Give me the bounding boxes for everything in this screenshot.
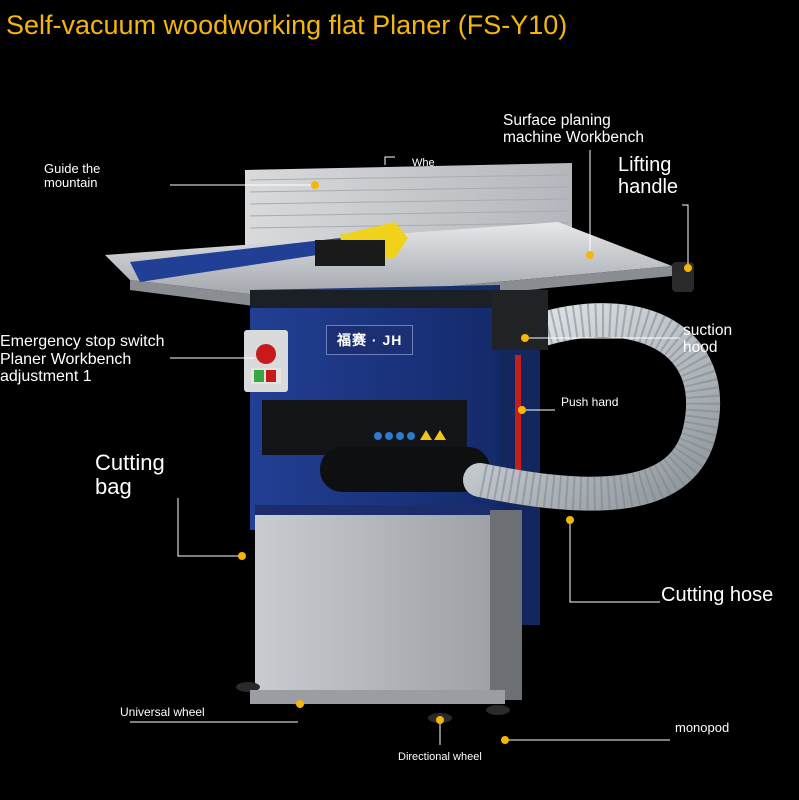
label-push-hand: Push hand xyxy=(561,395,619,409)
label-directional-wheel: Directional wheel xyxy=(398,751,482,763)
label-cutting-bag: Cutting bag xyxy=(95,450,165,500)
label-surface-workbench: Surface planing machine Workbench xyxy=(503,112,645,147)
label-monopod: monopod xyxy=(675,720,730,735)
label-guide-mountain: Guide the mountain xyxy=(44,161,101,191)
label-cutting-hose: Cutting hose xyxy=(661,584,774,606)
label-whe: Whe xyxy=(412,157,435,169)
guide-arm xyxy=(130,238,350,282)
suction-hood xyxy=(492,290,548,350)
page-title: Self-vacuum woodworking flat Planer (FS-… xyxy=(6,10,568,40)
label-universal-wheel: Universal wheel xyxy=(120,705,205,719)
dust-bag xyxy=(320,447,490,492)
cabinet xyxy=(255,510,490,700)
label-lifting-handle: Lifting handle xyxy=(618,154,679,198)
label-emergency-stop: Emergency stop switch Planer Workbench a… xyxy=(0,333,165,386)
label-suction-hood: suction hood xyxy=(683,322,733,357)
brand-mark: 福赛 · JH xyxy=(326,325,414,355)
worktable xyxy=(105,222,672,300)
